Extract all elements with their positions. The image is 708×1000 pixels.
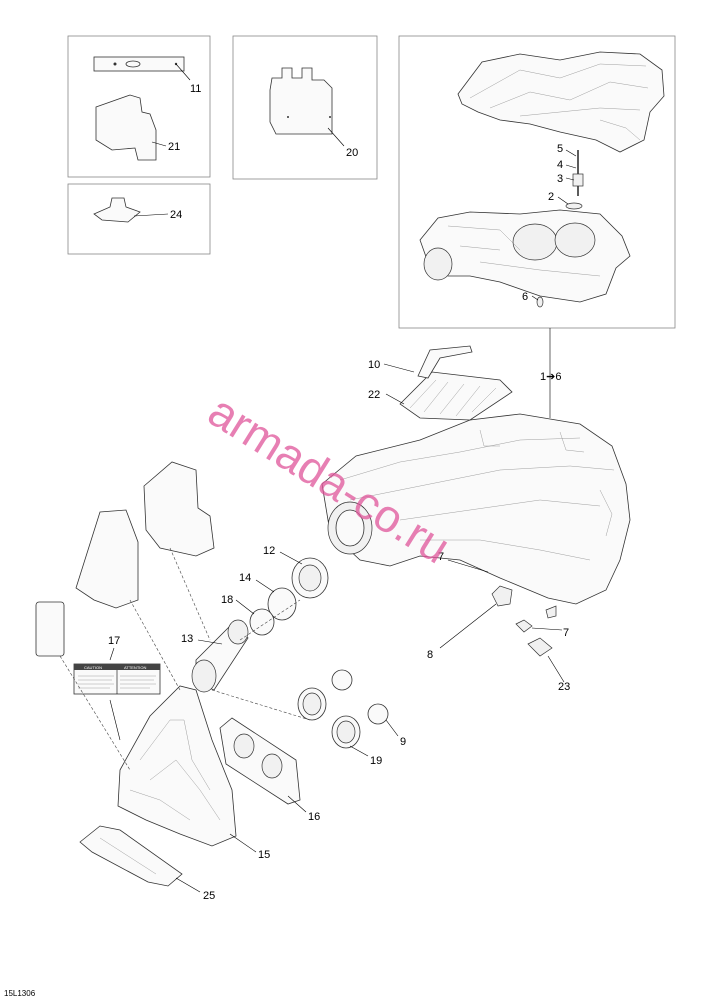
- clips-7-8: [439, 559, 565, 683]
- callout-18: 18: [221, 594, 233, 606]
- figure-code: 15L1306: [4, 989, 36, 998]
- part-18-clamp: [235, 599, 275, 636]
- callout-22: 22: [368, 389, 380, 401]
- callout-24: 24: [170, 209, 182, 221]
- part-14-clamp: [255, 579, 297, 621]
- part-15-housing: [117, 685, 257, 853]
- attention-text: ATTENTION: [124, 665, 146, 670]
- callout-7a: 7: [438, 551, 444, 563]
- callout-13: 13: [181, 633, 193, 645]
- callout-17: 17: [108, 635, 120, 647]
- part-24-foam: [93, 197, 169, 223]
- part-13-tube: [191, 619, 249, 693]
- callout-10: 10: [368, 359, 380, 371]
- main-airbox: [321, 413, 631, 605]
- inset-box-24: [67, 183, 211, 255]
- callout-12: 12: [263, 545, 275, 557]
- lower-airbox-half: [419, 209, 631, 303]
- callout-1to6: 1➔6: [540, 371, 561, 383]
- callout-20: 20: [346, 147, 358, 159]
- callout-25: 25: [203, 890, 215, 902]
- part-20-foam: [269, 67, 345, 147]
- callout-5: 5: [557, 143, 563, 155]
- part-10-frame: [383, 345, 473, 379]
- callout-3: 3: [557, 173, 563, 185]
- part-11-gasket: [93, 56, 191, 81]
- inset-box-1-6: [398, 35, 676, 329]
- part-16-panel: [219, 717, 307, 813]
- parts-9-19-boots: [297, 669, 399, 757]
- part-22-filter: [385, 371, 513, 421]
- bolt-stack: [531, 149, 584, 308]
- callout-19: 19: [370, 755, 382, 767]
- callout-23: 23: [558, 681, 570, 693]
- callout-4: 4: [557, 159, 563, 171]
- inset-box-11-21: [67, 35, 211, 178]
- part-25-foam: [79, 825, 201, 893]
- foam-pads-left: [35, 461, 215, 657]
- callout-15: 15: [258, 849, 270, 861]
- inset-box-20: [232, 35, 378, 180]
- callout-11: 11: [190, 83, 201, 95]
- upper-airbox-cover: [457, 51, 665, 153]
- callout-8: 8: [427, 649, 433, 661]
- callout-6: 6: [522, 291, 528, 303]
- callout-14: 14: [239, 572, 251, 584]
- dashed-leaders: [59, 547, 311, 771]
- part-17-warning-label: CAUTION ATTENTION: [73, 647, 161, 741]
- callout-21: 21: [168, 141, 180, 153]
- callout-7b: 7: [563, 627, 569, 639]
- part-21-foam: [95, 94, 167, 161]
- callout-9: 9: [400, 736, 406, 748]
- callout-2: 2: [548, 191, 554, 203]
- caution-text: CAUTION: [84, 665, 102, 670]
- callout-16: 16: [308, 811, 320, 823]
- part-12-ring: [279, 551, 329, 599]
